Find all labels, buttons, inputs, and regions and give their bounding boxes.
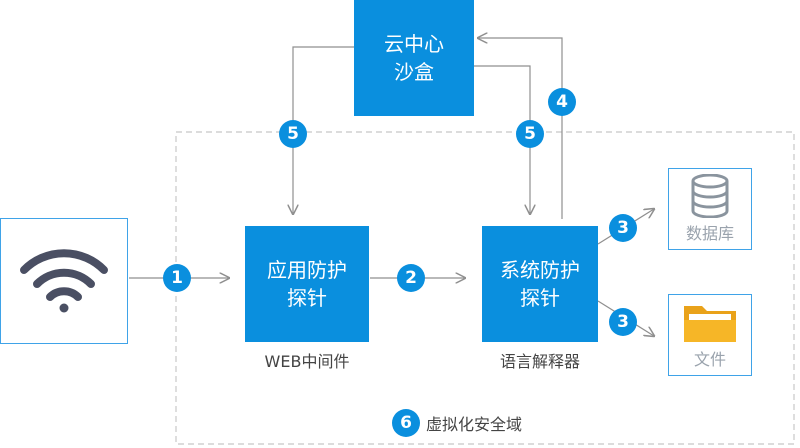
- cloud-sandbox-node: 云中心 沙盒: [354, 0, 474, 116]
- step-badge-3-database: 3: [609, 214, 637, 242]
- folder-icon: [684, 306, 736, 342]
- sys-probe-node: 系统防护 探针: [482, 226, 598, 342]
- virtual-zone-label: 6 虚拟化安全域: [392, 409, 522, 437]
- step-badge-3-file: 3: [609, 308, 637, 336]
- arrow-5-to-app-probe: [293, 46, 354, 214]
- step-badge-6: 6: [392, 409, 420, 437]
- step-badge-1: 1: [163, 264, 191, 292]
- database-node: 数据库: [668, 168, 752, 250]
- wifi-node: [0, 218, 128, 344]
- step-badge-4: 4: [548, 88, 576, 116]
- step-badge-5-sys: 5: [516, 120, 544, 148]
- arrow-5-to-sys-probe: [474, 65, 530, 214]
- sys-probe-line1: 系统防护: [500, 258, 580, 282]
- app-probe-caption: WEB中间件: [264, 352, 350, 371]
- app-probe-line2: 探针: [287, 286, 327, 310]
- cloud-sandbox-line1: 云中心: [384, 32, 444, 56]
- database-icon: [691, 174, 729, 218]
- wifi-icon: [20, 249, 108, 313]
- arrow-4-to-cloud: [478, 38, 563, 219]
- virtual-zone-text: 虚拟化安全域: [426, 415, 523, 434]
- sys-probe-line2: 探针: [520, 286, 560, 310]
- cloud-sandbox-line2: 沙盒: [394, 60, 434, 84]
- database-label: 数据库: [685, 224, 734, 243]
- sys-probe-caption: 语言解释器: [499, 352, 580, 371]
- file-node: 文件: [668, 294, 752, 376]
- file-label: 文件: [693, 350, 726, 369]
- step-badge-2: 2: [397, 264, 425, 292]
- step-badge-5-app: 5: [279, 120, 307, 148]
- app-probe-node: 应用防护 探针: [245, 226, 369, 342]
- app-probe-line1: 应用防护: [267, 258, 347, 282]
